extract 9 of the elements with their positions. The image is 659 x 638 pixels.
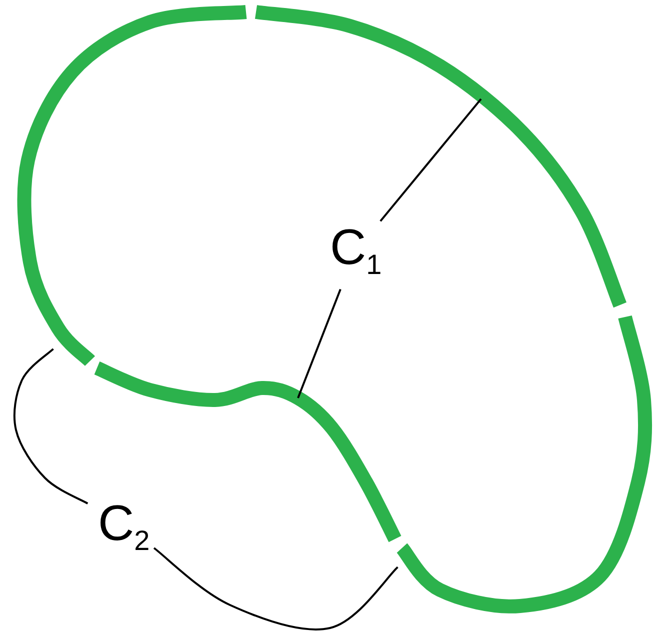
curve-label: C$_{2}$ xyxy=(98,498,150,548)
leader-line xyxy=(13,348,88,504)
curve-segment xyxy=(17,5,246,366)
leader-line xyxy=(380,98,482,222)
leader-line xyxy=(153,547,398,630)
curve-segment xyxy=(396,315,652,614)
curve-segment xyxy=(255,5,627,308)
leader-line xyxy=(297,288,342,398)
curve-label: C$_{1}$ xyxy=(330,222,382,272)
